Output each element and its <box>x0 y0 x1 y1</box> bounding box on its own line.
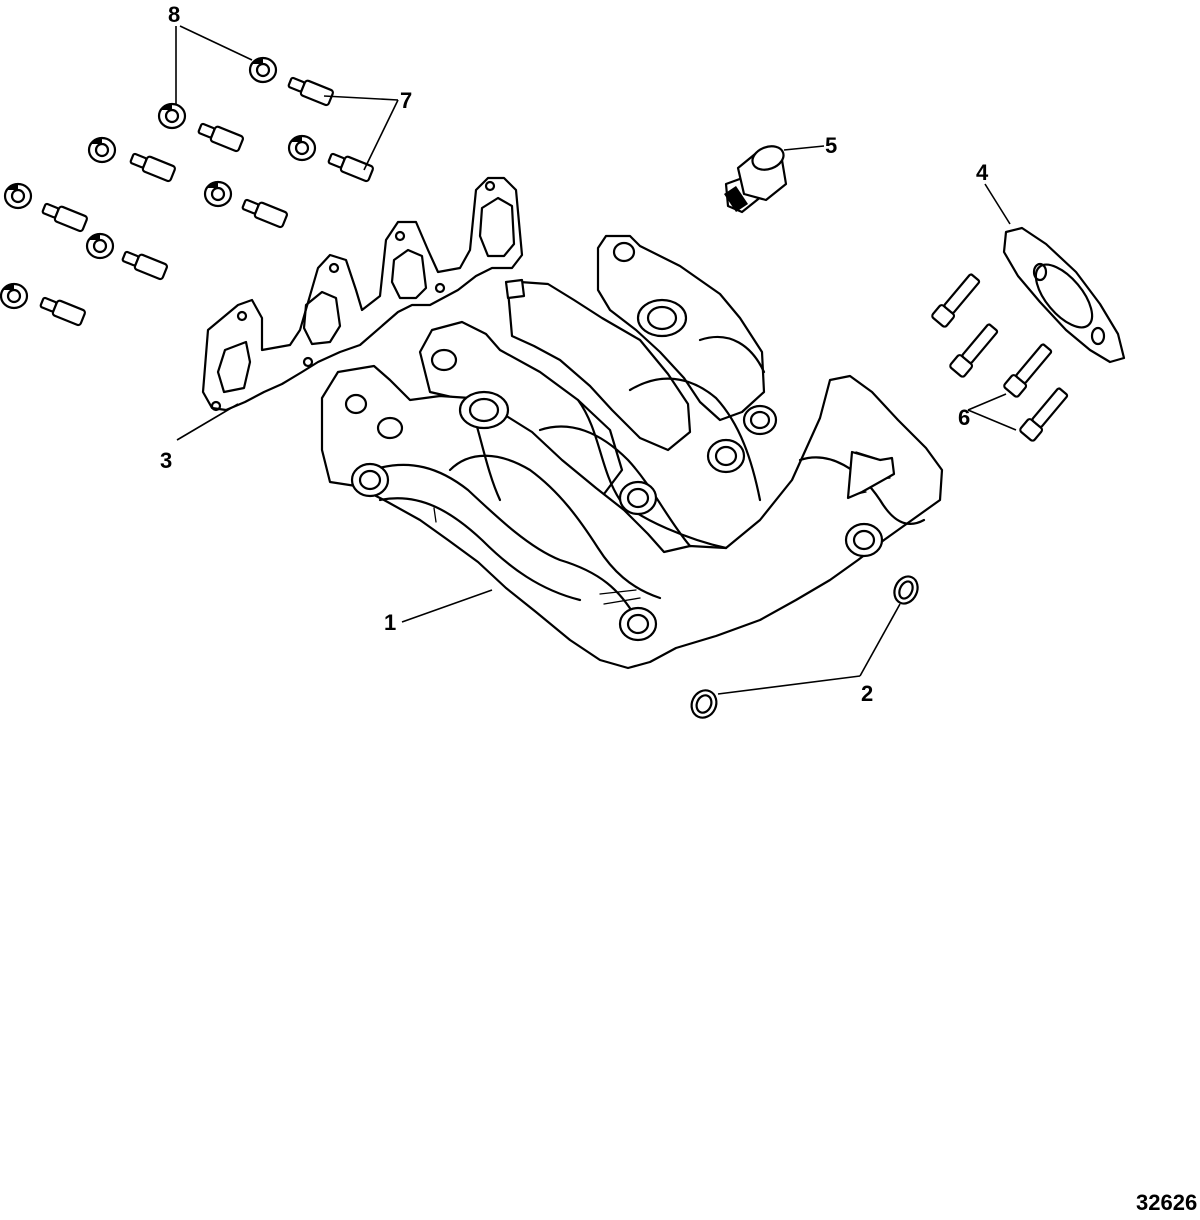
o-ring <box>893 575 919 605</box>
nut <box>203 180 233 208</box>
nut <box>3 182 33 210</box>
manifold-port <box>618 480 658 516</box>
nut <box>157 102 187 130</box>
bolt <box>1019 387 1069 442</box>
callout-1: 1 <box>384 610 396 635</box>
flange-gasket <box>1002 226 1126 364</box>
bolt <box>1003 343 1053 398</box>
leader-lines <box>175 25 1017 695</box>
stud <box>41 202 88 233</box>
manifold-port <box>636 298 688 338</box>
manifold-port <box>430 348 458 372</box>
bolt <box>931 273 981 328</box>
o-ring <box>690 689 718 719</box>
stud <box>197 122 244 153</box>
figure-id: 32626 <box>1136 1190 1197 1215</box>
nut <box>0 282 29 310</box>
nut-group <box>0 56 317 310</box>
stud <box>129 152 176 183</box>
bolt-group <box>931 273 1069 442</box>
nut <box>287 134 317 162</box>
manifold-port <box>706 438 746 474</box>
manifold-port <box>344 393 368 415</box>
stud <box>287 76 334 107</box>
manifold-gasket <box>201 176 524 412</box>
callout-4: 4 <box>976 160 989 185</box>
stud <box>327 152 374 183</box>
callout-5: 5 <box>825 133 837 158</box>
callout-3: 3 <box>160 448 172 473</box>
nut <box>85 232 115 260</box>
callout-8: 8 <box>168 2 180 27</box>
stud <box>241 198 288 229</box>
nut <box>248 56 278 84</box>
callout-6: 6 <box>958 405 970 430</box>
stud-group <box>39 76 374 327</box>
manifold-port <box>618 606 658 642</box>
bolt <box>949 323 999 378</box>
hose-fitting <box>724 145 788 214</box>
stud <box>121 250 168 281</box>
manifold-port <box>350 462 390 498</box>
callout-2: 2 <box>861 681 873 706</box>
intake-manifold <box>320 234 944 670</box>
manifold-port <box>612 241 636 263</box>
manifold-port <box>376 416 404 440</box>
manifold-port <box>742 404 778 436</box>
nut <box>87 136 117 164</box>
stud <box>39 296 86 327</box>
callout-7: 7 <box>400 88 412 113</box>
manifold-port <box>458 390 510 430</box>
o-ring-group <box>690 575 919 719</box>
manifold-port <box>844 522 884 558</box>
